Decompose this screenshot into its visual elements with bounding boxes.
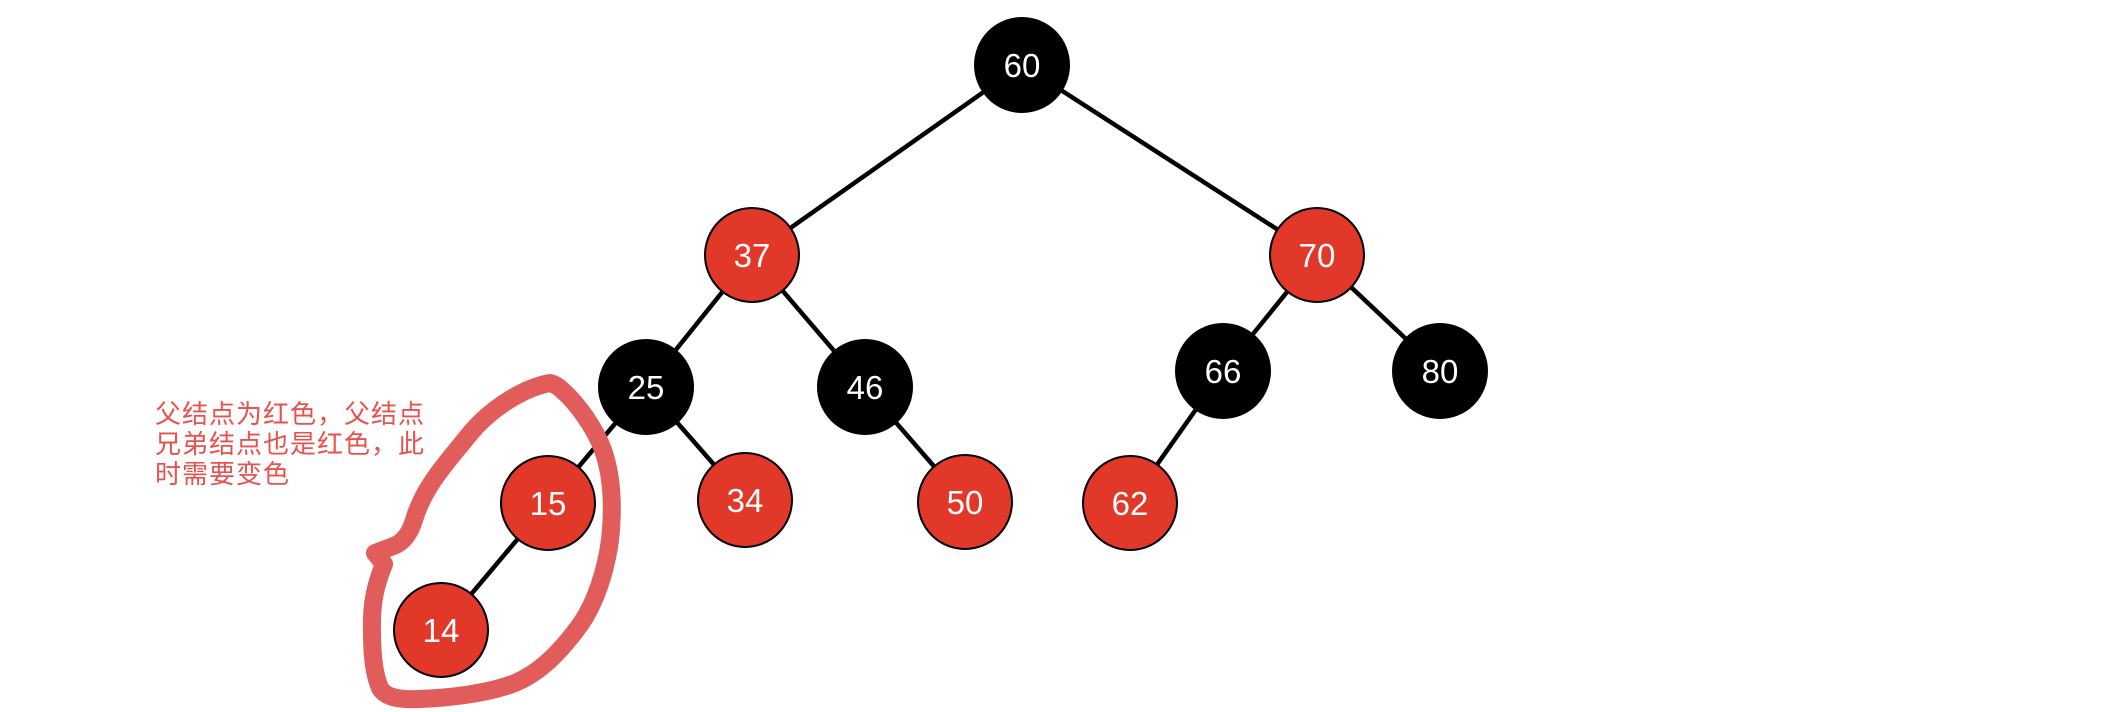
tree-node-62: 62 xyxy=(1082,455,1178,551)
node-label: 80 xyxy=(1422,353,1459,390)
highlight-layer xyxy=(362,374,621,709)
node-label: 60 xyxy=(1004,47,1041,84)
tree-node-46: 46 xyxy=(817,339,913,435)
tree-edges-layer xyxy=(439,63,1442,632)
annotation-line-3: 时需要变色 xyxy=(155,459,291,489)
node-circle-black xyxy=(1175,323,1271,419)
annotation-line-2: 兄弟结点也是红色，此 xyxy=(155,429,426,459)
tree-node-60: 60 xyxy=(974,17,1070,113)
node-label: 50 xyxy=(947,484,984,521)
node-circle-black xyxy=(1392,323,1488,419)
node-circle-red xyxy=(697,452,793,548)
tree-nodes-layer: 60 37 70 25 46 66 80 15 34 50 62 14 xyxy=(393,17,1488,678)
tree-node-34: 34 xyxy=(697,452,793,548)
hand-drawn-highlight-loop xyxy=(362,374,621,709)
tree-node-50: 50 xyxy=(917,454,1013,550)
annotation-line-1: 父结点为红色，父结点 xyxy=(155,399,426,429)
tree-edge-60-70 xyxy=(1020,63,1319,257)
node-circle-red xyxy=(500,455,596,551)
tree-edge-60-37 xyxy=(750,63,1024,257)
node-circle-red xyxy=(704,207,800,303)
tree-node-66: 66 xyxy=(1175,323,1271,419)
node-label: 66 xyxy=(1205,353,1242,390)
node-label: 46 xyxy=(847,369,884,406)
node-label: 15 xyxy=(530,485,567,522)
node-label: 62 xyxy=(1112,485,1149,522)
node-circle-red xyxy=(917,454,1013,550)
node-circle-red xyxy=(1269,207,1365,303)
node-circle-red xyxy=(1082,455,1178,551)
node-label: 14 xyxy=(423,612,460,649)
node-circle-red xyxy=(393,582,489,678)
node-label: 70 xyxy=(1299,237,1336,274)
node-circle-black xyxy=(817,339,913,435)
tree-node-15: 15 xyxy=(500,455,596,551)
node-label: 34 xyxy=(727,482,764,519)
node-label: 25 xyxy=(628,369,665,406)
annotation-text: 父结点为红色，父结点 兄弟结点也是红色，此 时需要变色 xyxy=(155,399,425,489)
node-label: 37 xyxy=(734,237,771,274)
node-circle-black xyxy=(974,17,1070,113)
tree-node-70: 70 xyxy=(1269,207,1365,303)
tree-node-37: 37 xyxy=(704,207,800,303)
tree-node-25: 25 xyxy=(598,339,694,435)
node-circle-black xyxy=(598,339,694,435)
tree-node-14: 14 xyxy=(393,582,489,678)
tree-node-80: 80 xyxy=(1392,323,1488,419)
